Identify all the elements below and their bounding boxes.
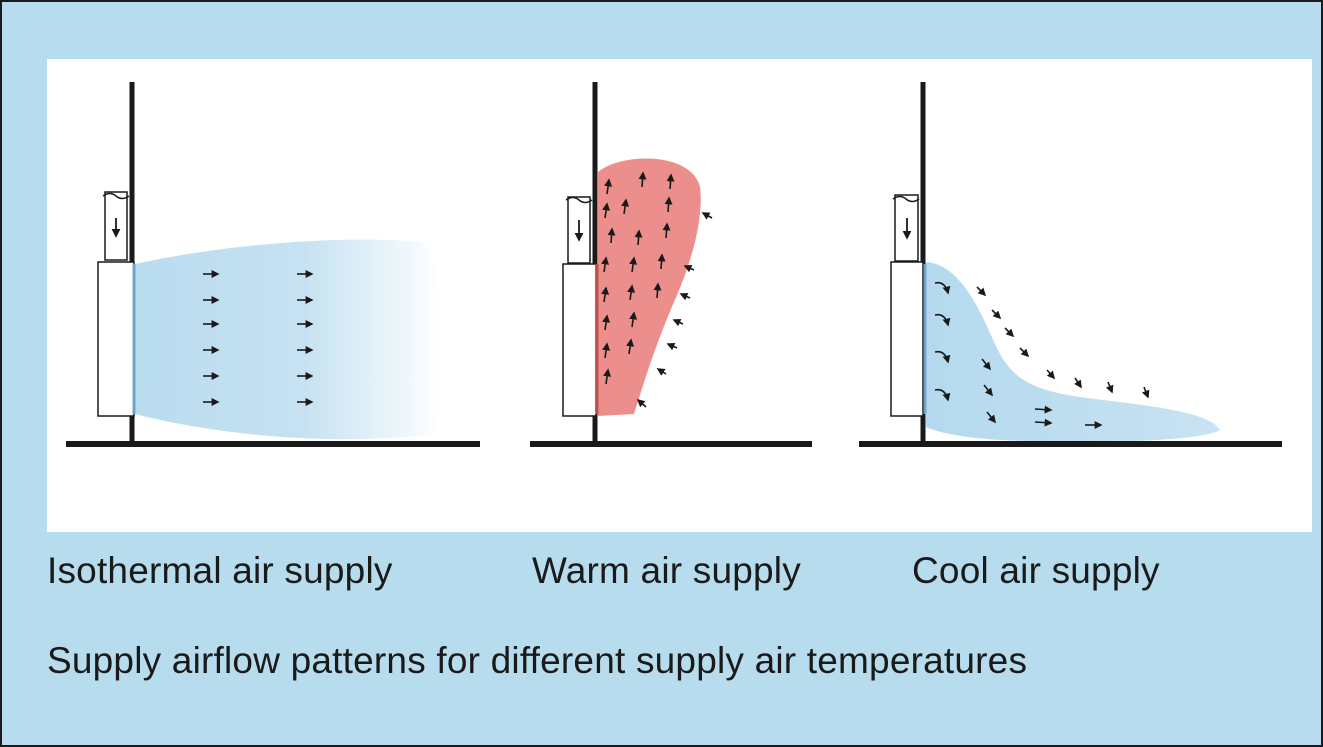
- cool-label: Cool air supply: [912, 550, 1160, 591]
- airflow-arrow-icon: [934, 350, 951, 364]
- airflow-arrow-icon: [991, 309, 1002, 320]
- airflow-arrow-icon: [626, 338, 635, 355]
- airflow-arrow-icon: [1004, 327, 1015, 338]
- airflow-arrow-icon: [934, 388, 951, 402]
- airflow-arrow-icon: [629, 256, 638, 273]
- warm-airflow-arrows: [601, 171, 713, 408]
- airflow-arrow-icon: [603, 368, 612, 385]
- airflow-arrow-icon: [656, 368, 667, 376]
- airflow-arrow-icon: [683, 264, 695, 273]
- figure-caption: Supply airflow patterns for different su…: [47, 640, 1028, 681]
- airflow-arrow-icon: [1034, 405, 1053, 414]
- airflow-arrow-icon: [981, 358, 991, 371]
- airflow-arrow-icon: [602, 202, 611, 219]
- airflow-arrow-icon: [636, 398, 647, 408]
- airflow-arrow-icon: [1034, 418, 1053, 427]
- airflow-arrow-icon: [662, 222, 671, 239]
- cool-airflow-arrows: [934, 281, 1150, 429]
- airflow-arrow-icon: [602, 342, 611, 359]
- airflow-arrow-icon: [976, 286, 987, 297]
- airflow-arrow-icon: [672, 318, 684, 327]
- airflow-arrow-icon: [1019, 347, 1030, 358]
- airflow-arrow-icon: [602, 314, 611, 331]
- diagram-panel: [47, 59, 1312, 532]
- airflow-arrow-icon: [629, 311, 638, 328]
- isothermal-air-plume: [135, 239, 444, 440]
- airflow-arrow-icon: [666, 342, 678, 351]
- cool-duct-break: [892, 195, 920, 203]
- airflow-arrow-icon: [607, 227, 616, 244]
- airflow-arrow-icon: [638, 171, 647, 188]
- airflow-arrow-icon: [621, 198, 630, 215]
- warm-diffuser: [562, 263, 597, 417]
- airflow-arrow-icon: [666, 173, 675, 190]
- isothermal-airflow-arrows: [203, 270, 314, 406]
- cool-diffuser: [890, 261, 924, 417]
- airflow-arrow-icon: [986, 411, 996, 424]
- cool-air-plume: [926, 262, 1220, 442]
- diagrams-svg: [66, 82, 1282, 447]
- airflow-arrow-icon: [1074, 377, 1082, 389]
- airflow-arrow-icon: [634, 229, 643, 246]
- airflow-arrow-icon: [679, 292, 691, 301]
- isothermal-diffuser: [97, 261, 135, 417]
- airflow-arrow-icon: [604, 178, 613, 195]
- airflow-arrow-icon: [983, 384, 993, 397]
- airflow-arrow-icon: [627, 284, 636, 301]
- airflow-arrow-icon: [1105, 381, 1114, 394]
- airflow-arrow-icon: [701, 212, 713, 220]
- airflow-arrow-icon: [934, 313, 951, 327]
- airflow-arrow-icon: [1141, 386, 1150, 399]
- isothermal-diagram: [66, 82, 480, 447]
- airflow-arrow-icon: [657, 253, 666, 270]
- cool-diagram: [859, 82, 1282, 447]
- warm-duct-break: [565, 196, 593, 204]
- warm-air-plume: [598, 158, 701, 417]
- airflow-arrow-icon: [601, 286, 610, 303]
- airflow-arrow-icon: [653, 282, 662, 299]
- warm-diagram: [530, 82, 812, 447]
- airflow-arrow-icon: [934, 281, 951, 295]
- warm-label: Warm air supply: [532, 550, 801, 591]
- airflow-arrow-icon: [601, 256, 610, 273]
- isothermal-duct-break: [102, 192, 130, 200]
- isothermal-label: Isothermal air supply: [47, 550, 393, 591]
- airflow-arrow-icon: [1046, 369, 1056, 380]
- airflow-arrow-icon: [664, 196, 673, 213]
